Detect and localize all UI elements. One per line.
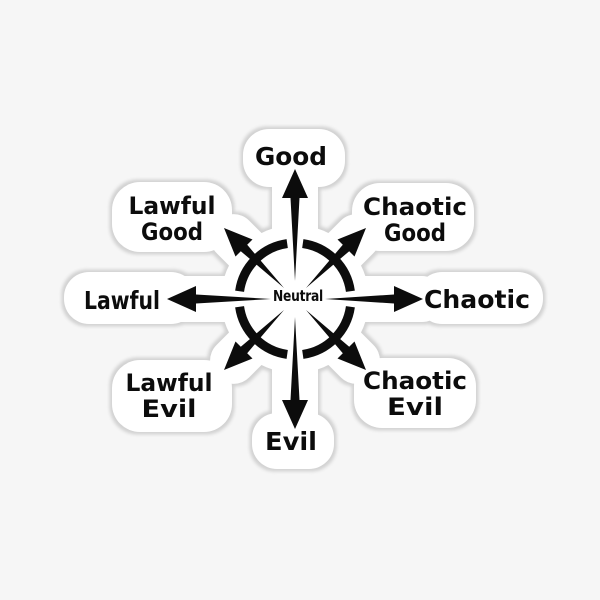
label-chaotic: Chaotic xyxy=(424,285,530,314)
label-lawful-evil-line1: Lawful xyxy=(126,369,213,397)
label-lawful: Lawful xyxy=(84,286,160,315)
arrow-southeast-icon xyxy=(306,310,366,370)
arrow-east-icon xyxy=(325,286,423,312)
label-chaotic-good-line1: Chaotic xyxy=(363,193,467,221)
arrow-north-icon xyxy=(282,169,308,281)
alignment-labels: Good Chaotic Good Chaotic Chaotic Evil E… xyxy=(84,142,530,456)
center-label-neutral: Neutral xyxy=(273,287,323,305)
arrow-west-icon xyxy=(167,286,271,312)
arrow-northwest-icon xyxy=(224,228,284,288)
label-lawful-good-line2: Good xyxy=(141,218,203,246)
label-lawful-good-line1: Lawful xyxy=(129,192,216,220)
label-good: Good xyxy=(255,142,327,171)
arrow-south-icon xyxy=(282,317,308,429)
label-evil: Evil xyxy=(265,427,317,456)
label-chaotic-evil-line1: Chaotic xyxy=(363,367,467,395)
label-lawful-evil-line2: Evil xyxy=(142,395,197,423)
label-chaotic-evil-line2: Evil xyxy=(387,393,443,421)
arrow-northeast-icon xyxy=(306,228,366,288)
chaos-arrows xyxy=(167,169,423,429)
arrow-southwest-icon xyxy=(224,310,284,370)
label-chaotic-good-line2: Good xyxy=(384,219,446,247)
